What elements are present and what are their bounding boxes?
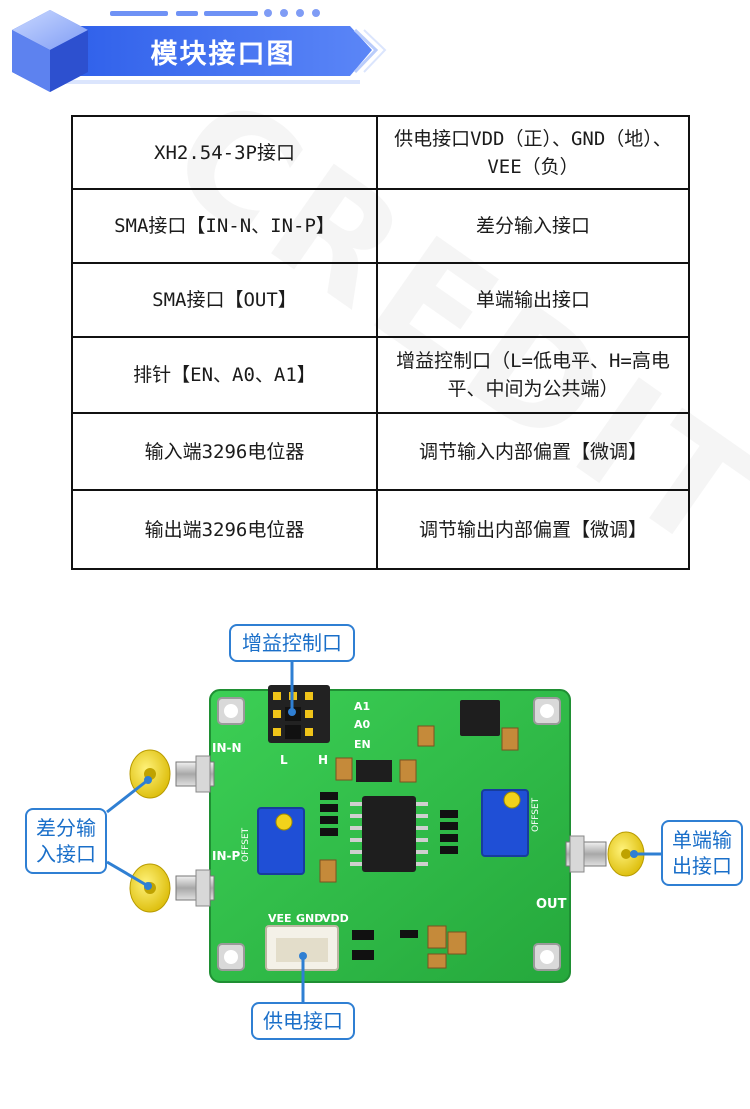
table-cell-interface: SMA接口【IN-N、IN-P】 [71, 188, 378, 264]
table-row: SMA接口【IN-N、IN-P】 差分输入接口 [71, 188, 690, 264]
pin-label-en: EN [354, 738, 371, 751]
callout-power-interface: 供电接口 [251, 1002, 355, 1040]
table-row: 排针【EN、A0、A1】 增益控制口（L=低电平、H=高电平、中间为公共端） [71, 336, 690, 414]
pin-label-a1: A1 [354, 700, 370, 713]
callout-lines [106, 662, 661, 1002]
callout-gain-control: 增益控制口 [229, 624, 355, 662]
table-cell-description: 增益控制口（L=低电平、H=高电平、中间为公共端） [376, 336, 690, 414]
power-label-vdd: VDD [322, 912, 349, 925]
table-cell-interface: SMA接口【OUT】 [71, 262, 378, 338]
offset-label: OFFSET [531, 797, 541, 832]
page-title: 模块接口图 [150, 38, 296, 70]
table-row: XH2.54-3P接口 供电接口VDD（正）、GND（地）、VEE（负） [71, 115, 690, 190]
label-in-p: IN-P [212, 849, 240, 863]
board-illustration: A1 A0 EN L H [0, 600, 750, 1080]
table-cell-description: 调节输出内部偏置【微调】 [376, 489, 690, 570]
trimpot-input: OFFSET [241, 807, 305, 875]
sma-in-p-connector [129, 863, 215, 913]
table-cell-interface: XH2.54-3P接口 [71, 115, 378, 190]
table-row: 输出端3296电位器 调节输出内部偏置【微调】 [71, 489, 690, 570]
sma-out-connector [565, 831, 645, 877]
label-in-n: IN-N [212, 741, 242, 755]
table-cell-interface: 输出端3296电位器 [71, 489, 378, 570]
table-cell-description: 供电接口VDD（正）、GND（地）、VEE（负） [376, 115, 690, 190]
banner-graphic [12, 9, 387, 92]
pin-label-h: H [318, 753, 328, 767]
offset-label: OFFSET [241, 827, 251, 862]
table-row: 输入端3296电位器 调节输入内部偏置【微调】 [71, 412, 690, 491]
callout-single-output: 单端输出接口 [661, 820, 743, 886]
pin-label-a0: A0 [354, 718, 371, 731]
table-cell-interface: 输入端3296电位器 [71, 412, 378, 491]
sma-in-n-connector [129, 749, 215, 799]
table-row: SMA接口【OUT】 单端输出接口 [71, 262, 690, 338]
interface-table: XH2.54-3P接口 供电接口VDD（正）、GND（地）、VEE（负） SMA… [71, 115, 690, 570]
power-label-vee: VEE [268, 912, 292, 925]
table-cell-description: 单端输出接口 [376, 262, 690, 338]
header-banner: 模块接口图 [0, 0, 750, 100]
trimpot-output: OFFSET [481, 789, 541, 857]
pin-label-l: L [280, 753, 288, 767]
table-cell-description: 差分输入接口 [376, 188, 690, 264]
pcb-board-image: A1 A0 EN L H [106, 662, 661, 1002]
table-cell-interface: 排针【EN、A0、A1】 [71, 336, 378, 414]
label-out: OUT [536, 897, 567, 912]
callout-differential-input: 差分输入接口 [25, 808, 107, 874]
table-cell-description: 调节输入内部偏置【微调】 [376, 412, 690, 491]
power-label-gnd: GND [296, 912, 323, 925]
